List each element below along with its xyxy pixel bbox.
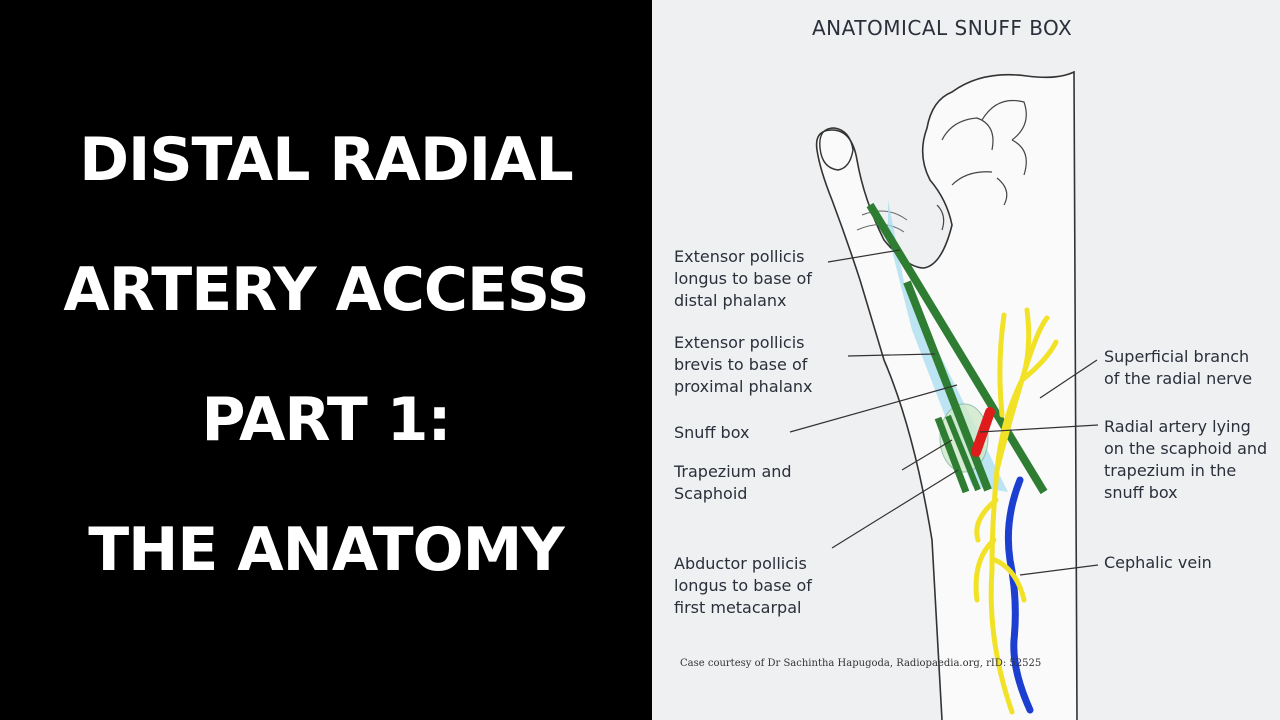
label-extensor-pollicis-longus: Extensor pollicis longus to base of dist…: [674, 247, 812, 310]
anatomy-diagram: ANATOMICAL SNUFF BOX Extensor pollicis l…: [652, 0, 1280, 720]
title-line-2: ARTERY ACCESS: [63, 255, 589, 325]
label-snuff-box: Snuff box: [674, 423, 750, 442]
title-line-4: THE ANATOMY: [88, 515, 565, 585]
epl-tendon: [866, 202, 1048, 495]
label-trapezium-scaphoid: Trapezium and Scaphoid: [674, 462, 792, 503]
apl-tendon-1: [934, 416, 970, 494]
label-radial-nerve: Superficial branch of the radial nerve: [1104, 347, 1253, 388]
label-extensor-pollicis-brevis: Extensor pollicis brevis to base of prox…: [674, 333, 813, 396]
leader-lines: [789, 249, 1099, 576]
cephalic-vein: [1004, 476, 1034, 714]
image-credit: Case courtesy of Dr Sachintha Hapugoda, …: [680, 658, 1042, 669]
label-radial-artery: Radial artery lying on the scaphoid and …: [1104, 417, 1268, 502]
title-line-1: DISTAL RADIAL: [79, 125, 574, 195]
apl-tendon-2: [945, 414, 981, 492]
diagram-heading: ANATOMICAL SNUFF BOX: [812, 16, 1073, 40]
title-line-3: PART 1:: [201, 385, 452, 455]
label-abductor-pollicis-longus: Abductor pollicis longus to base of firs…: [674, 554, 812, 617]
label-cephalic-vein: Cephalic vein: [1104, 553, 1212, 572]
finger-lines: [936, 99, 1027, 231]
thumbnail: [819, 127, 854, 171]
hand-illustration: [789, 70, 1099, 720]
title-panel: DISTAL RADIAL ARTERY ACCESS PART 1: THE …: [63, 125, 590, 585]
radial-nerve: [973, 307, 1059, 715]
